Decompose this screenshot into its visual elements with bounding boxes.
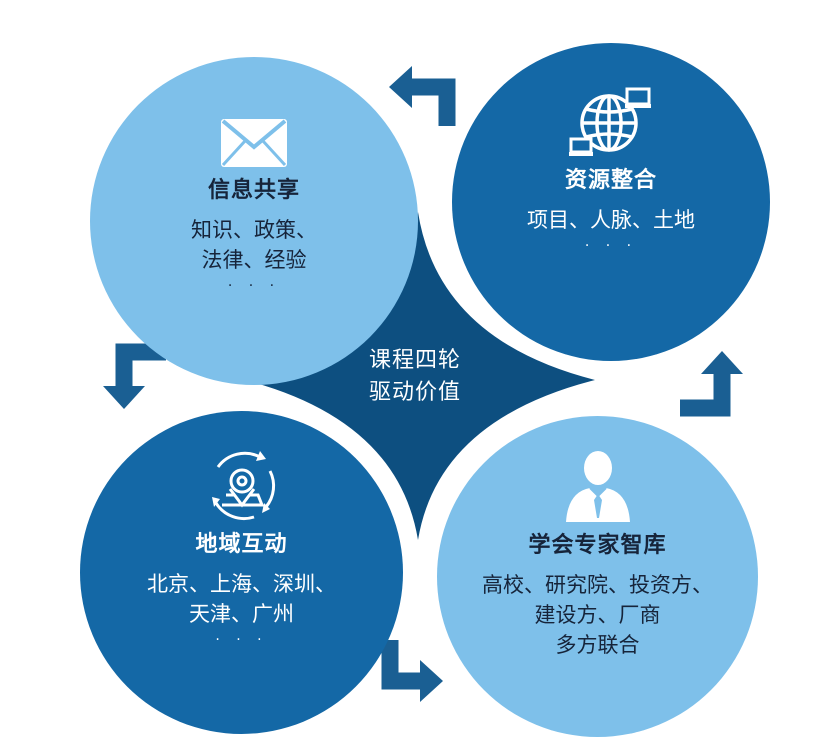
node-title: 资源整合 [564, 168, 657, 193]
arrow-top [412, 78, 456, 126]
node-line: 北京、上海、深圳、 [147, 572, 336, 596]
node-line: 项目、人脉、土地 [527, 208, 695, 232]
location-cycle-icon [211, 451, 275, 521]
globe-network-icon [569, 87, 651, 156]
center-caption: 课程四轮 驱动价值 [345, 345, 485, 409]
arrow-right [680, 374, 731, 417]
node-body: 知识、政策、 法律、经验 [191, 215, 317, 275]
arrow-right-head [701, 351, 743, 374]
node-resource-integration: 资源整合 项目、人脉、土地 · · · [452, 43, 770, 361]
arrow-left-head [103, 386, 145, 409]
arrow-bottom-head [420, 660, 443, 702]
node-body: 北京、上海、深圳、 天津、广州 [147, 569, 336, 629]
more-dots: · · · [215, 632, 268, 648]
arrow-bottom [381, 640, 420, 690]
node-expert-think-tank: 学会专家智库 高校、研究院、投资方、 建设方、厂商 多方联合 [437, 416, 758, 737]
node-info-sharing: 信息共享 知识、政策、 法律、经验 · · · [90, 57, 418, 385]
center-line-1: 课程四轮 [368, 348, 461, 373]
node-line: 高校、研究院、投资方、 [482, 573, 713, 597]
arrow-top-head [389, 66, 412, 108]
center-diamond [245, 212, 595, 540]
node-line: 天津、广州 [189, 602, 294, 626]
arrow-left [115, 343, 166, 386]
center-line-2: 驱动价值 [368, 380, 461, 405]
businessman-icon [565, 451, 630, 522]
node-line: 知识、政策、 [191, 218, 317, 242]
node-body: 高校、研究院、投资方、 建设方、厂商 多方联合 [482, 570, 713, 660]
node-title: 信息共享 [207, 178, 300, 203]
node-title: 学会专家智库 [528, 533, 667, 558]
node-line: 法律、经验 [201, 248, 307, 272]
node-title: 地域互动 [195, 532, 288, 557]
more-dots: · · · [227, 278, 281, 294]
more-dots: · · · [584, 238, 638, 254]
node-regional-interaction: 地域互动 北京、上海、深圳、 天津、广州 · · · [80, 411, 403, 734]
node-line: 建设方、厂商 [534, 603, 661, 627]
envelope-icon [221, 119, 287, 167]
node-body: 项目、人脉、土地 [527, 205, 695, 235]
node-line: 多方联合 [555, 633, 640, 657]
